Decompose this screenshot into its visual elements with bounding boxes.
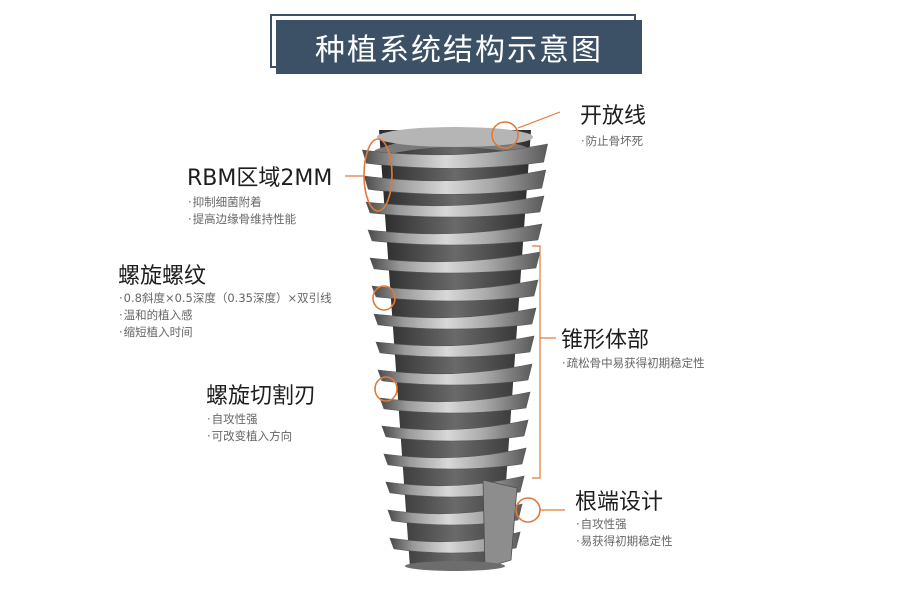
page-title: 种植系统结构示意图	[276, 20, 642, 74]
note-item: 抑制细菌附着	[188, 194, 296, 211]
thread-ring	[361, 143, 548, 169]
note-item: 防止骨坏死	[581, 133, 644, 150]
note-item: 自攻性强	[207, 411, 292, 428]
thread-ring	[369, 251, 541, 274]
spiral-thread-marker	[372, 285, 396, 311]
open-line-marker	[491, 121, 519, 149]
apex-design-notes: 自攻性强 易获得初期稳定性	[576, 516, 673, 550]
note-item: 0.8斜度×0.5深度（0.35深度）×双引线	[119, 290, 332, 307]
rbm-label: RBM区域2MM	[187, 166, 333, 191]
implant-body	[361, 127, 548, 571]
thread-ring	[381, 419, 529, 442]
thread-ring	[375, 335, 535, 358]
note-item: 易获得初期稳定性	[576, 533, 673, 550]
cutting-edge-label: 螺旋切割刃	[206, 384, 317, 409]
thread-ring	[373, 307, 537, 330]
implant-top-face	[377, 127, 533, 147]
spiral-thread-notes: 0.8斜度×0.5深度（0.35深度）×双引线 温和的植入感 缩短植入时间	[119, 290, 332, 341]
note-item: 温和的植入感	[119, 307, 332, 324]
cutting-edge-marker	[374, 376, 398, 402]
cutting-edge-notes: 自攻性强 可改变植入方向	[207, 411, 293, 445]
callout-marks	[345, 111, 565, 523]
note-item: 自攻性强	[576, 516, 673, 533]
thread-ring	[383, 447, 527, 470]
note-item: 疏松骨中易获得初期稳定性	[562, 355, 705, 372]
thread-ring	[377, 363, 533, 386]
note-item: 可改变植入方向	[207, 428, 293, 445]
rbm-notes: 抑制细菌附着 提高边缘骨维持性能	[188, 194, 297, 228]
rbm-marker	[363, 138, 393, 212]
thread-ring	[363, 169, 547, 195]
note-item: 提高边缘骨维持性能	[188, 211, 297, 228]
taper-body-label: 锥形体部	[561, 328, 650, 353]
thread-ring	[365, 195, 545, 218]
thread-ring	[367, 223, 543, 246]
open-line-label: 开放线	[580, 104, 647, 129]
implant-apex-tip	[405, 561, 505, 571]
open-line-notes: 防止骨坏死	[581, 133, 644, 150]
taper-body-bracket	[532, 245, 541, 479]
note-item: 缩短植入时间	[119, 324, 332, 341]
thread-ring	[371, 279, 539, 302]
spiral-thread-label: 螺旋螺纹	[118, 264, 207, 289]
open-line-leader	[517, 111, 561, 129]
taper-body-notes: 疏松骨中易获得初期稳定性	[562, 355, 705, 372]
apex-flute	[482, 479, 518, 569]
apex-design-label: 根端设计	[575, 490, 664, 515]
thread-ring	[379, 391, 531, 414]
title-banner: 种植系统结构示意图	[270, 14, 642, 74]
